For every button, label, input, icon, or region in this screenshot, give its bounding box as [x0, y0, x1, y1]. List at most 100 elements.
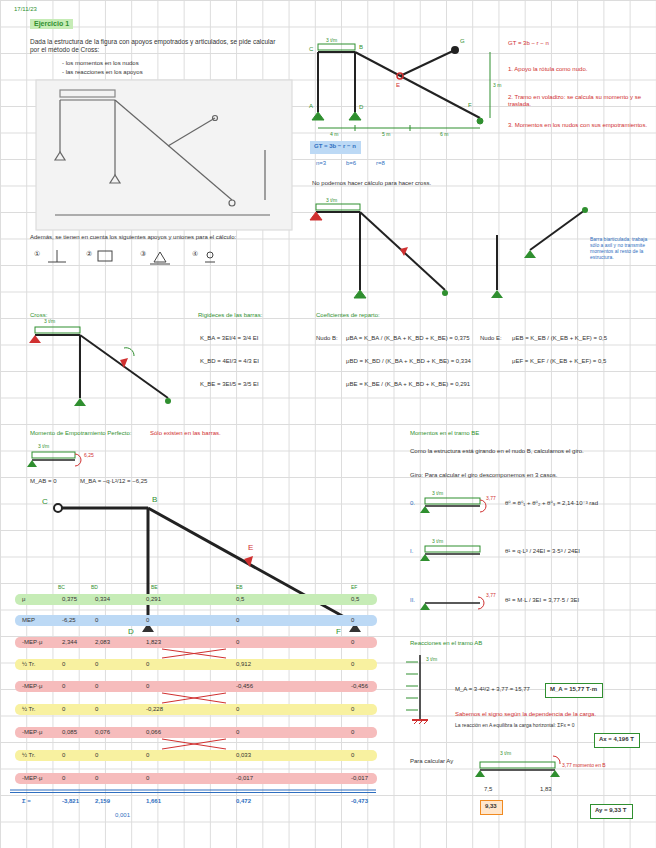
note-text: μBE = K_BE / (K_BA + K_BD + K_BE) = 0,29…	[346, 381, 471, 388]
line-stroke	[318, 128, 480, 129]
note-text: BD	[91, 584, 98, 590]
line-stroke	[419, 720, 423, 724]
note-text: 3 t/m	[44, 318, 55, 324]
circle-stroke	[54, 504, 62, 512]
line-stroke	[400, 50, 455, 76]
line-stroke	[162, 739, 226, 749]
line-stroke	[150, 264, 170, 265]
note-text: C	[42, 497, 48, 507]
note-text: 3,77	[486, 592, 496, 598]
table-row: -MEP·μ000-0,017-0,017	[15, 773, 377, 784]
table-cell: 0,5	[351, 594, 359, 605]
note-text: La reacción en A equilibra la carga hori…	[455, 722, 590, 728]
line-stroke	[162, 649, 226, 658]
line-stroke	[55, 214, 270, 215]
path-stroke	[75, 454, 81, 466]
table-cell: 0	[62, 773, 65, 784]
table-cell: -3,821	[62, 796, 79, 807]
table-cell: 0	[146, 659, 149, 670]
note-text: 3 t/m	[426, 656, 437, 662]
line-stroke	[425, 553, 480, 555]
note-text: 3. Momentos en los nudos con sus empotra…	[508, 122, 648, 129]
table-cell: -0,017	[236, 773, 253, 784]
line-stroke	[162, 693, 226, 703]
table-cell: 0	[62, 704, 65, 715]
table-cell: 0,066	[146, 727, 161, 738]
line-stroke	[264, 150, 265, 200]
note-text: θ² = M·L / 3EI = 3,77·5 / 3EI	[505, 597, 645, 604]
line-stroke	[10, 790, 376, 791]
rect-stroke	[36, 80, 292, 230]
line-stroke	[480, 769, 555, 771]
line-stroke	[162, 739, 226, 749]
line-stroke	[406, 710, 418, 711]
note-text: 1. Apoyo la rótula como nudo.	[508, 66, 648, 73]
cross-sketch	[29, 327, 171, 406]
note-text: No podemos hacer cálculo para hacer cros…	[312, 180, 431, 187]
table-cell: 0	[236, 615, 239, 626]
polygon-stroke	[74, 398, 86, 406]
table-row: ½ Tr.0000,9120	[15, 659, 377, 670]
note-text: B	[359, 44, 363, 51]
table-cell: 0	[146, 615, 149, 626]
note-text: D	[359, 104, 363, 111]
row-label: Σ =	[22, 796, 31, 807]
rotation-cases	[420, 498, 486, 610]
note-text: 3 t/m	[38, 443, 49, 449]
note-text: 0.	[410, 500, 415, 507]
line-stroke	[162, 693, 226, 703]
table-cell: 2,083	[95, 637, 110, 648]
line-stroke	[360, 212, 445, 290]
note-text: - las reacciones en los apoyos	[62, 69, 143, 76]
note-text: 17/11/23	[14, 6, 37, 13]
path-stroke	[124, 348, 134, 356]
polygon-stroke	[475, 770, 485, 777]
fixed-end-beam	[27, 452, 81, 467]
note-text: Además, se tienen en cuenta los siguient…	[30, 234, 292, 241]
result-box: Ay = 9,33 T	[590, 804, 633, 819]
note-text: Coeficientes de reparto:	[316, 312, 380, 319]
note-text: I.	[410, 548, 413, 555]
circle-stroke	[477, 118, 483, 124]
line-stroke	[354, 52, 356, 112]
box-text: Ax = 4,196 T	[599, 736, 634, 743]
note-text: Reacciones en el tramo AB	[410, 640, 482, 647]
line-stroke	[148, 508, 355, 623]
note-text: 3,77	[486, 495, 496, 501]
row-label: -MEP·μ	[22, 637, 42, 648]
table-row: -MEP·μ000-0,456-0,456	[15, 681, 377, 692]
path-stroke	[553, 756, 560, 764]
box-text: 9,33	[485, 803, 497, 810]
polygon-stroke	[154, 252, 166, 262]
note-text: Momentos en el tramo BE	[410, 430, 479, 437]
line-stroke	[316, 211, 360, 213]
table-cell: 0,5	[236, 594, 244, 605]
note-text: M_A = 3·4²/2 + 3,77 = 15,77	[455, 686, 540, 693]
note-text: Para calcular Ay	[410, 758, 453, 765]
note-text: D	[128, 627, 134, 637]
table-cell: 0,033	[236, 750, 251, 761]
line-stroke	[10, 792, 376, 793]
polygon-stroke	[354, 290, 366, 298]
line-stroke	[406, 686, 418, 687]
line-stroke	[355, 125, 356, 131]
circle-stroke	[207, 252, 213, 258]
rect-stroke	[35, 327, 80, 333]
table-cell: 0	[95, 773, 98, 784]
polygon-stroke	[400, 247, 408, 256]
note-text: 6,25	[84, 452, 94, 458]
note-text: E	[248, 543, 253, 553]
polygon-stroke	[312, 112, 324, 120]
line-stroke	[318, 51, 355, 53]
table-cell: 1,823	[146, 637, 161, 648]
circle-stroke	[229, 200, 235, 206]
polygon-stroke	[110, 175, 120, 183]
note-text: BC	[58, 584, 65, 590]
table-cell: -0,456	[351, 681, 368, 692]
table-row: μ0,3750,3340,2910,50,5	[15, 594, 377, 605]
note-text: 3 t/m	[432, 490, 443, 496]
polygon-stroke	[244, 556, 253, 567]
note-text: B	[152, 495, 157, 505]
line-stroke	[57, 250, 58, 262]
